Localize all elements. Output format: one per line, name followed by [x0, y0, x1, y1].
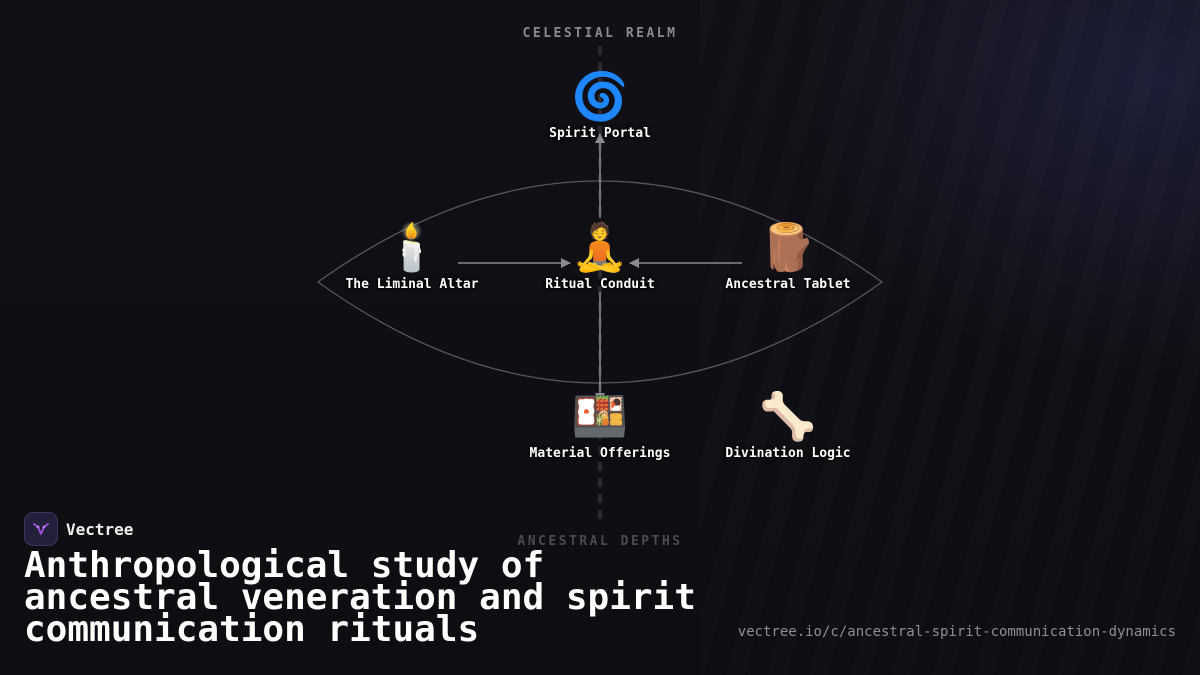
brand-name: Vectree [66, 519, 134, 539]
page-title: Anthropological study of ancestral vener… [24, 545, 696, 650]
candle-icon: 🕯️ [383, 220, 441, 274]
celestial-realm-label: CELESTIAL REALM [522, 26, 678, 41]
node-label: Ancestral Tablet [725, 277, 851, 292]
node-label: Spirit Portal [549, 126, 651, 141]
node-label: The Liminal Altar [345, 277, 479, 292]
background-rays [700, 0, 1200, 675]
node-material-offerings[interactable]: 🍱 Material Offerings [490, 388, 710, 461]
node-liminal-altar[interactable]: 🕯️ The Liminal Altar [302, 219, 522, 292]
node-label: Divination Logic [725, 446, 851, 461]
node-spirit-portal[interactable]: 🌀 Spirit Portal [490, 68, 710, 141]
bento-box-icon: 🍱 [571, 389, 629, 443]
brand[interactable]: Vectree [24, 512, 133, 546]
spiral-icon: 🌀 [571, 69, 629, 123]
meditating-person-icon: 🧘 [571, 220, 629, 274]
vectree-logo-icon [24, 512, 58, 546]
node-divination-logic[interactable]: 🦴 Divination Logic [678, 388, 898, 461]
wood-log-icon: 🪵 [759, 220, 817, 274]
node-label: Material Offerings [529, 446, 671, 461]
ancestral-depths-label: ANCESTRAL DEPTHS [517, 534, 683, 549]
node-ancestral-tablet[interactable]: 🪵 Ancestral Tablet [678, 219, 898, 292]
bone-icon: 🦴 [759, 389, 817, 443]
node-ritual-conduit[interactable]: 🧘 Ritual Conduit [490, 219, 710, 292]
page-url[interactable]: vectree.io/c/ancestral-spirit-communicat… [737, 624, 1176, 640]
orbit-ellipse [316, 180, 884, 384]
node-label: Ritual Conduit [545, 277, 655, 292]
